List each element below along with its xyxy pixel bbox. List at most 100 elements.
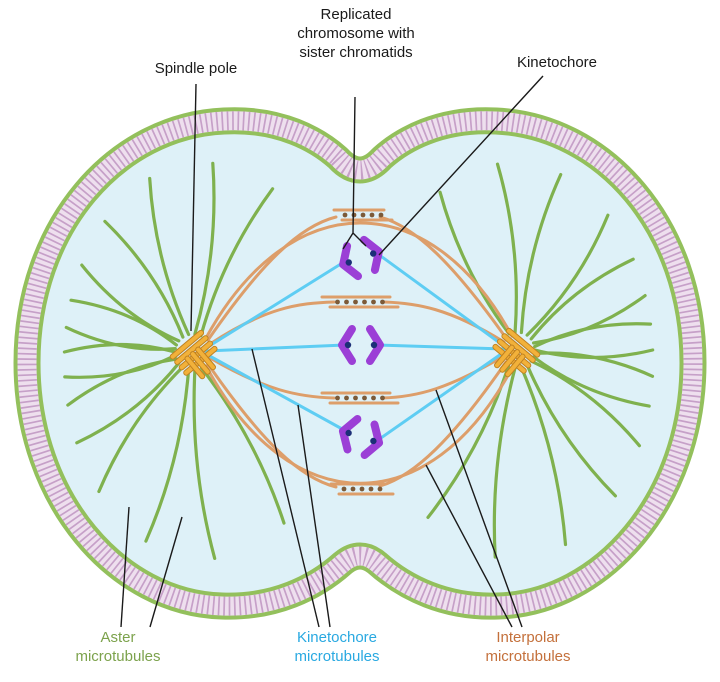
aster-microtubule <box>193 161 216 336</box>
leader-kinetochore-mt-1 <box>251 348 320 628</box>
label-kinetochore-microtubules: Kinetochore microtubules <box>294 629 380 665</box>
motor-protein-dot <box>362 299 367 305</box>
motor-protein-dot <box>369 212 375 218</box>
membrane-bilayer-band <box>17 111 703 616</box>
motor-protein-dot <box>341 486 347 492</box>
aster-microtubule <box>199 366 286 525</box>
kinetochore-dot <box>345 259 352 266</box>
aster-microtubule <box>199 187 275 338</box>
leader-interpolar-1 <box>425 464 513 628</box>
aster-microtubule <box>533 348 655 360</box>
aster-microtubule <box>529 359 641 448</box>
aster-microtubule <box>103 219 185 339</box>
motor-protein-dot <box>368 486 374 492</box>
kinetochore-dot <box>370 250 377 257</box>
motor-protein-dot <box>362 395 367 401</box>
kinetochore-microtubule <box>376 350 506 442</box>
aster-microtubule <box>97 365 185 494</box>
motor-protein-dot <box>344 395 349 401</box>
centriole-bar <box>504 353 526 378</box>
label-replicated-chromosome: Replicated chromosome with sister chroma… <box>297 6 415 61</box>
aster-microtubule <box>144 367 191 543</box>
kinetochore-microtubule <box>204 352 346 432</box>
aster-microtubule <box>492 366 517 559</box>
kinetochore-microtubule <box>204 260 346 350</box>
sister-chromatid-right <box>360 420 384 459</box>
aster-microtubule <box>63 353 177 379</box>
aster-microtubule <box>529 257 635 341</box>
aster-microtubule <box>438 190 511 336</box>
leader-aster-1 <box>120 506 130 628</box>
spindle-pole-right <box>492 327 541 378</box>
aster-microtubule <box>495 162 518 334</box>
centriole-bar <box>494 344 515 369</box>
kinetochore-microtubules <box>204 252 506 442</box>
microtubule-overlap-zones <box>320 208 400 496</box>
motor-protein-dot <box>353 299 358 305</box>
kinetochore-microtubule <box>375 343 506 351</box>
kinetochore-dot <box>344 341 352 349</box>
aster-microtubule <box>69 298 178 347</box>
sister-chromatid-left <box>338 415 362 454</box>
motor-protein-dot <box>380 299 385 305</box>
centriole-bar <box>189 351 211 375</box>
aster-microtubule <box>80 263 181 343</box>
motor-protein-dot <box>371 299 376 305</box>
kinetochore-microtubule <box>376 252 506 348</box>
aster-microtubule <box>148 176 191 337</box>
leader-interpolar-2 <box>435 389 523 628</box>
aster-microtubules-right <box>426 162 655 559</box>
centriole-bar <box>505 327 541 358</box>
label-interpolar-microtubules: Interpolar microtubules <box>485 629 571 665</box>
motor-protein-dot <box>377 486 383 492</box>
aster-microtubule <box>519 365 568 547</box>
label-kinetochore: Kinetochore <box>516 54 598 71</box>
leader-spindle-pole <box>190 83 197 332</box>
interpolar-microtubule <box>206 362 338 489</box>
sister-chromatid-right <box>359 235 383 274</box>
aster-microtubule <box>532 355 651 408</box>
motor-protein-dot <box>342 212 348 218</box>
kinetochore-microtubule <box>204 343 347 353</box>
motor-protein-dot <box>359 486 365 492</box>
aster-microtubule <box>525 213 610 337</box>
label-spindle-pole: Spindle pole <box>154 60 238 77</box>
interpolar-microtubule <box>378 360 508 488</box>
spindle-pole-left <box>169 329 218 380</box>
motor-protein-dot <box>380 395 385 401</box>
motor-protein-dot <box>335 299 340 305</box>
interpolar-microtubule <box>378 215 508 340</box>
chromosome-top <box>339 235 383 281</box>
motor-protein-dot <box>344 299 349 305</box>
aster-microtubule <box>532 294 647 345</box>
centriole-bar <box>195 346 216 371</box>
aster-microtubule <box>519 173 563 335</box>
centriole-bar <box>499 349 521 373</box>
centriole-bar <box>184 355 206 380</box>
kinetochore-dot <box>370 341 378 349</box>
aster-microtubule <box>525 363 617 498</box>
motor-protein-dot <box>371 395 376 401</box>
interpolar-microtubule <box>206 215 338 342</box>
leader-aster-2 <box>149 516 183 628</box>
aster-microtubule <box>192 368 217 560</box>
leader-kinetochore-mt-2 <box>297 404 331 628</box>
interpolar-microtubule <box>204 221 514 340</box>
aster-microtubules-left <box>62 161 286 560</box>
centriole-bar <box>169 329 205 360</box>
kinetochore-dot <box>370 437 377 445</box>
interpolar-microtubule <box>208 356 336 400</box>
motor-protein-dot <box>360 212 366 218</box>
leader-replicated-chromosome <box>342 96 367 250</box>
sister-chromatid-right <box>366 325 384 365</box>
sister-chromatid-left <box>339 242 363 281</box>
leader-kinetochore <box>378 75 544 256</box>
motor-protein-dot <box>335 395 340 401</box>
chromosome-middle <box>338 325 384 365</box>
aster-microtubule <box>64 325 177 351</box>
motor-protein-dot <box>350 486 356 492</box>
kinetochore-dot <box>345 429 352 437</box>
leader-lines <box>120 75 544 628</box>
aster-microtubule <box>75 361 181 445</box>
